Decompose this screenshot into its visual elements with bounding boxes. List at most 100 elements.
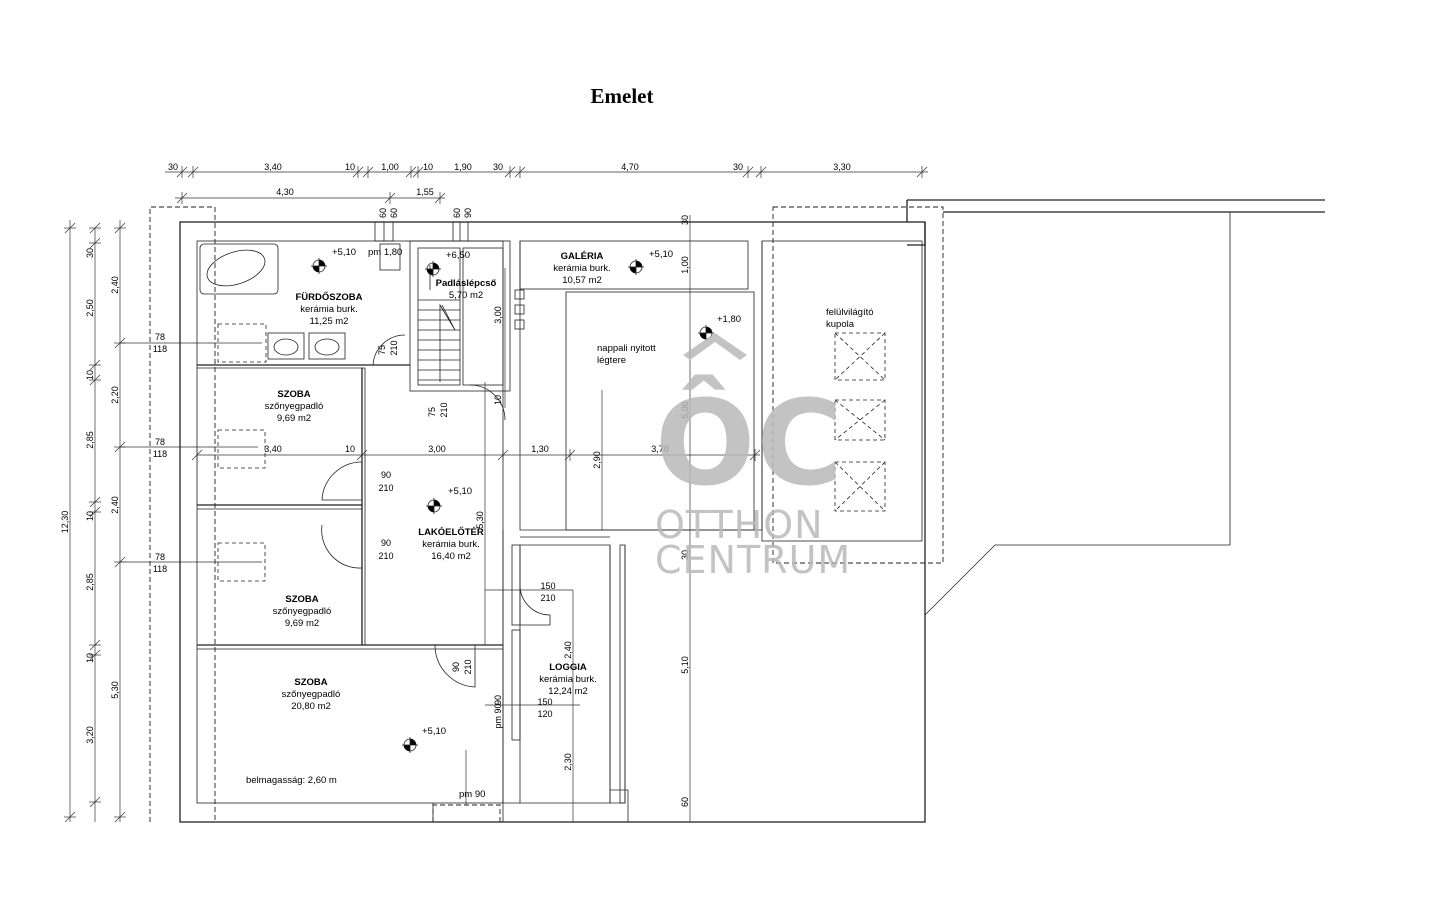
- watermark-logo: ÔC: [655, 374, 844, 512]
- note-ceiling-height: belmagasság: 2,60 m: [246, 775, 337, 786]
- win-left-width: 78: [155, 552, 165, 562]
- roof-overhang-outline: [149, 206, 944, 822]
- room-gallery-floor: kerámia burk.: [553, 263, 611, 274]
- dim-left-inner: 10: [85, 511, 95, 521]
- dim-gallery: 5,00: [680, 401, 690, 419]
- dim-mid: 10: [345, 444, 355, 454]
- room-hall-name: LAKÓELŐTÉR: [418, 526, 484, 538]
- dim-left-inner: 2,85: [85, 431, 95, 449]
- room-2-floor: szőnyegpadló: [273, 606, 332, 617]
- level-marker-gallery: +5,10: [628, 249, 673, 275]
- level-hall: +5,10: [448, 486, 472, 497]
- level-markers: +5,10 +6,50 +5,10 +1,80 +5,10 +5,10: [311, 247, 741, 753]
- door-height: 210: [389, 340, 399, 355]
- note-living-open-2: légtere: [597, 355, 626, 366]
- interior-walls: [197, 240, 923, 822]
- note-skylight-2: kupola: [826, 319, 855, 330]
- room-hall-area: 16,40 m2: [431, 551, 471, 562]
- level-attic: +6,50: [446, 250, 470, 261]
- win-left-height: 118: [153, 449, 167, 459]
- loggia-window-height: 120: [537, 709, 552, 719]
- level-marker-room3: +5,10: [402, 726, 446, 753]
- level-marker-living: +1,80: [698, 314, 741, 341]
- dim-top: 30: [493, 162, 503, 172]
- dim-top: 1,00: [381, 162, 399, 172]
- interior-vertical-dims: 3,00 10 5,30 2,90 30 1,00 5,00 30 5,10 6…: [465, 215, 691, 822]
- dim-pm90-label: pm 90: [493, 703, 503, 728]
- dim-top: 4,70: [621, 162, 639, 172]
- note-living-open: nappali nyitott: [597, 343, 656, 354]
- loggia-window-width: 150: [537, 697, 552, 707]
- level-marker-bath: +5,10: [311, 247, 356, 274]
- dim-left-inner: 2,50: [85, 299, 95, 317]
- level-bath: +5,10: [332, 247, 356, 258]
- dim-gallery: 30: [680, 215, 690, 225]
- note-pm90: pm 90: [459, 789, 485, 800]
- room-loggia-name: LOGGIA: [549, 662, 587, 673]
- dim-top2: 1,55: [416, 187, 434, 197]
- top-windows: 60 60 60 90: [374, 208, 473, 242]
- dim-left-inner: 30: [85, 248, 95, 258]
- dim-top: 30: [168, 162, 178, 172]
- room-3-area: 20,80 m2: [291, 701, 331, 712]
- win-left-width: 78: [155, 332, 165, 342]
- dim-mid: 3,70: [651, 444, 669, 454]
- dim-top: 1,90: [454, 162, 472, 172]
- note-skylight: felülvilágító: [826, 307, 874, 318]
- dim-gallery: 1,00: [680, 256, 690, 274]
- dim-left-inner: 3,20: [85, 726, 95, 744]
- otthon-centrum-watermark: ÔC OTTHON CENTRUM: [655, 333, 851, 582]
- plan-title: Emelet: [591, 84, 654, 108]
- loggia-door-height: 210: [540, 593, 555, 603]
- dim-left-inner: 10: [85, 370, 95, 380]
- dim-left-total: 12,30: [60, 511, 70, 534]
- door-width: 90: [381, 538, 391, 548]
- loggia-door-width: 150: [540, 581, 555, 591]
- room-loggia-area: 12,24 m2: [548, 686, 588, 697]
- level-marker-attic: +6,50: [425, 250, 470, 277]
- room-1-name: SZOBA: [277, 389, 310, 400]
- dim-loggia: 2,40: [563, 641, 573, 659]
- door-width: 75: [377, 345, 387, 355]
- skylight-domes: [834, 332, 886, 512]
- dim-mid: 1,30: [531, 444, 549, 454]
- dim-right: 5,10: [680, 656, 690, 674]
- dim-top2: 4,30: [276, 187, 294, 197]
- room-gallery-area: 10,57 m2: [562, 275, 602, 286]
- room-attic-name: Padláslépcső: [436, 278, 497, 289]
- door-width: 90: [381, 470, 391, 480]
- left-window-labels: 78 118 78 118 78 118: [120, 332, 262, 574]
- watermark-line2: CENTRUM: [655, 538, 851, 582]
- dim-left-inner: 10: [85, 653, 95, 663]
- dim-top-window: 90: [463, 208, 473, 218]
- room-bath-area: 11,25 m2: [310, 316, 349, 327]
- attic-staircase: [418, 265, 525, 382]
- dim-left-inner: 2,85: [85, 573, 95, 591]
- room-loggia-floor: kerámia burk.: [539, 674, 597, 685]
- room-bath-floor: kerámia burk.: [300, 304, 358, 315]
- outer-walls: [179, 199, 1325, 823]
- win-left-height: 118: [153, 344, 167, 354]
- dim-stair: 10: [493, 395, 503, 405]
- dim-top: 10: [345, 162, 355, 172]
- room-hall-floor: kerámia burk.: [422, 539, 480, 550]
- level-gallery: +5,10: [649, 249, 673, 260]
- left-dimension-chains: 12,30 2,40 2,20 2,40 5,30 30 2,50 10 2,8…: [60, 220, 126, 823]
- room-labels: FÜRDŐSZOBA kerámia burk. 11,25 m2 Padlás…: [265, 251, 611, 712]
- room-1-floor: szőnyegpadló: [265, 401, 324, 412]
- dim-mid: 3,40: [264, 444, 282, 454]
- room-window-marks: [217, 429, 266, 582]
- middle-dimension-chain: 3,40 10 3,00 1,30 3,70: [191, 444, 761, 461]
- dim-stair: 3,00: [493, 306, 503, 324]
- dim-left-mid: 5,30: [110, 681, 120, 699]
- dim-top: 30: [733, 162, 743, 172]
- room-1-area: 9,69 m2: [277, 413, 311, 424]
- door-height: 210: [378, 483, 393, 493]
- dim-left-mid: 2,20: [110, 386, 120, 404]
- dim-top: 10: [423, 162, 433, 172]
- door-height: 210: [463, 659, 473, 674]
- dim-pm90: 90: [493, 695, 503, 705]
- win-left-width: 78: [155, 437, 165, 447]
- room-2-area: 9,69 m2: [285, 618, 319, 629]
